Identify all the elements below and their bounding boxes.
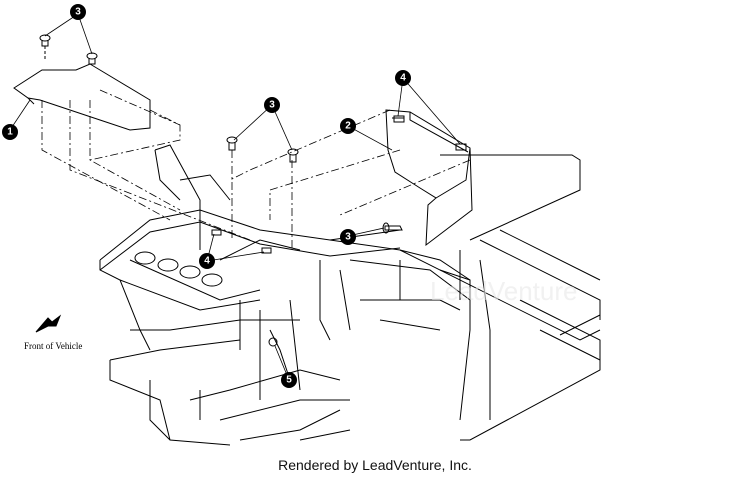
bolt-icon [226, 136, 238, 151]
part-1-plate [13, 63, 151, 131]
callout-3a: 3 [70, 4, 86, 20]
callout-4a: 4 [395, 70, 411, 86]
projection-lines [41, 89, 471, 250]
clip-icon [211, 229, 222, 236]
bolt-icon [39, 34, 51, 60]
callout-5: 5 [281, 372, 297, 388]
footer-credit: Rendered by LeadVenture, Inc. [278, 457, 472, 473]
callout-3c: 3 [340, 229, 356, 245]
callout-3b: 3 [264, 97, 280, 113]
callout-4b: 4 [199, 253, 215, 269]
front-arrow-icon [35, 314, 62, 333]
callout-1: 1 [2, 124, 18, 140]
clip-icon [393, 115, 405, 123]
svg-text:3: 3 [269, 100, 275, 111]
svg-text:4: 4 [400, 73, 406, 84]
bolt-icon [86, 52, 98, 65]
svg-text:3: 3 [345, 232, 351, 243]
svg-text:4: 4 [204, 256, 210, 267]
callout-2: 2 [340, 118, 356, 134]
clip-icon [261, 247, 272, 254]
part-2-shield [385, 109, 473, 247]
svg-text:3: 3 [75, 7, 81, 18]
svg-text:5: 5 [286, 375, 292, 386]
clip-icon [455, 143, 467, 151]
bolt-icon [287, 148, 299, 163]
svg-text:2: 2 [345, 121, 351, 132]
watermark: LeadVenture [430, 276, 577, 306]
front-of-vehicle-label: Front of Vehicle [24, 341, 83, 351]
svg-text:1: 1 [7, 127, 13, 138]
